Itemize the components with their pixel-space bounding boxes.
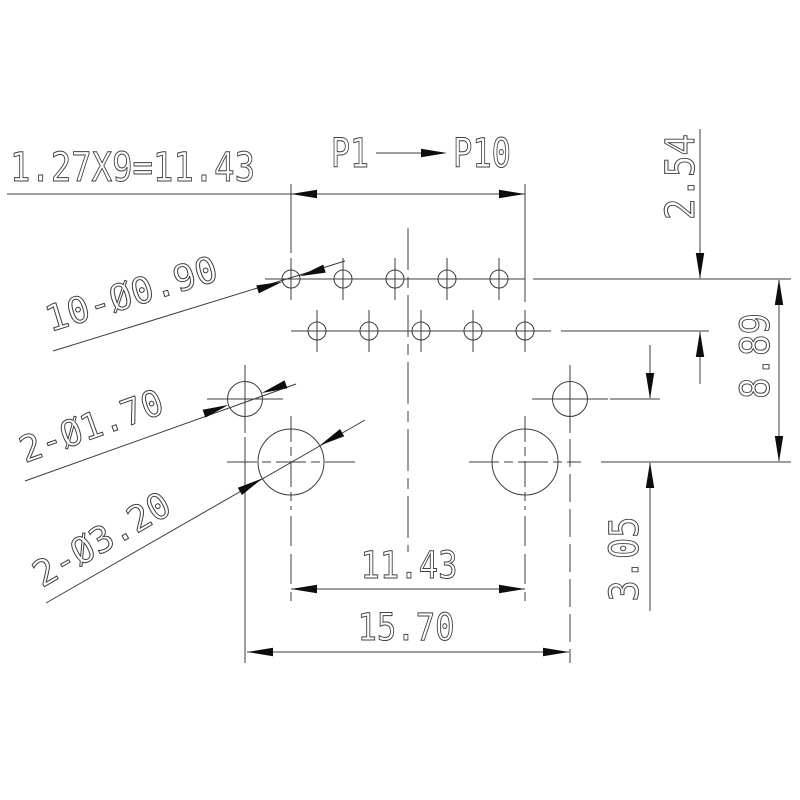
dim-mid-to-mount: 3.05 [602,345,655,611]
plated-hole [394,309,448,353]
dim-label-mid-to-mount: 3.05 [602,517,648,602]
dim-arrowhead [291,584,317,594]
dim-arrowhead [543,647,569,657]
dim-mount-span-outer: 15.70 [244,437,571,663]
dim-arrowhead [291,189,317,199]
leader-mid-holes: 2-Ø1.70 [14,380,297,482]
dim-arrowhead [645,462,655,488]
dim-label-row-to-mount: 8.89 [733,313,779,399]
leader-arrowhead [298,264,326,281]
dim-mount-span-inner: 11.43 [290,516,526,601]
dim-arrowhead [774,279,784,305]
dim-label-mount-span-inner: 11.43 [361,544,458,587]
leader-label-mid-holes: 2-Ø1.70 [14,382,169,471]
plated-hole [342,309,396,353]
mounting-hole [531,364,609,434]
dim-arrowhead [645,373,655,399]
pin-last-label: P10 [453,131,511,177]
dim-row-to-mount: 8.89 [733,279,784,462]
dim-row-spacing: 2.54 [658,129,705,384]
dim-arrowhead [695,331,705,357]
leader-pin-holes: 10-Ø0.90 [40,249,346,352]
plated-hole [498,309,552,353]
big-mounting-holes [227,416,581,510]
plated-hole [316,257,370,301]
leader-arrowhead [256,277,284,294]
dim-arrowhead [499,584,525,594]
plated-hole [368,257,422,301]
plated-hole [446,309,500,353]
leader-arrowhead [317,428,345,450]
pin-holes-top-row [264,257,526,301]
leader-line [52,260,346,352]
pin-first-label: P1 [331,131,369,177]
extension-lines-right [533,278,791,463]
leader-line [24,383,297,482]
plated-hole [472,257,526,301]
dim-arrowhead [247,647,273,657]
pin-direction-note: P1 P10 [331,131,512,178]
dim-label-pitch-note: 1.27X9=11.43 [10,145,255,191]
pin-holes-bottom-row [290,309,552,353]
leader-line [45,419,366,604]
leader-arrowhead [260,380,288,398]
dim-arrowhead [499,189,525,199]
plated-hole [264,257,318,301]
dim-label-row-spacing: 2.54 [658,134,704,220]
mounting-hole [206,364,284,434]
right-arrow-icon [421,148,447,158]
dim-arrowhead [774,436,784,462]
dim-arrowhead [695,253,705,279]
leader-arrowhead [237,474,265,496]
dim-top-pitch: 1.27X9=11.43 [7,145,526,302]
plated-hole [420,257,474,301]
plated-hole [290,309,344,353]
dim-label-mount-span-outer: 15.70 [358,606,455,649]
